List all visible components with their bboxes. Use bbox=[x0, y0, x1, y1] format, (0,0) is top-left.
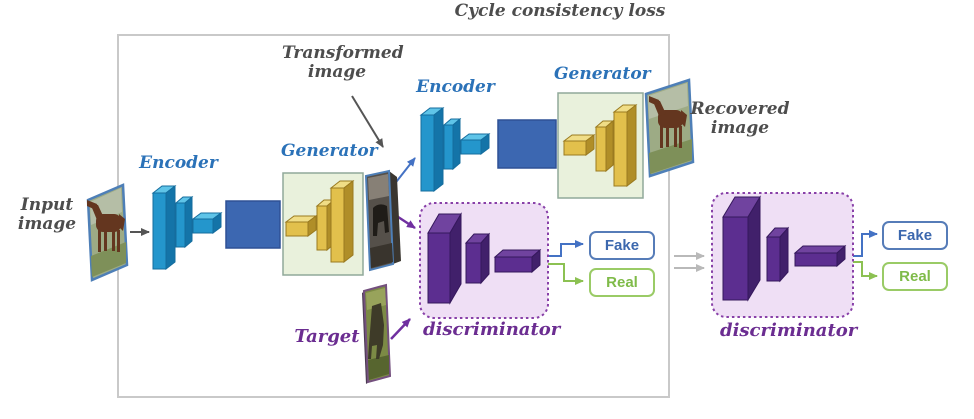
target-figure bbox=[368, 303, 384, 359]
generator2-deconv-2 bbox=[594, 119, 615, 173]
encoder2-label: Encoder bbox=[416, 77, 495, 97]
arrow-target-to-discriminator1 bbox=[390, 318, 411, 340]
discriminator1-box bbox=[419, 202, 549, 319]
real-badge-2: Real bbox=[882, 262, 948, 291]
latent-block-2 bbox=[497, 119, 557, 169]
recovered-image-thumb bbox=[644, 78, 695, 178]
cycle-consistency-title: Cycle consistency loss bbox=[454, 1, 666, 21]
target-image-thumb bbox=[362, 283, 392, 384]
generator1-deconv-3 bbox=[329, 179, 355, 264]
fake-badge-2: Fake bbox=[882, 221, 948, 250]
input-image-label: Input image bbox=[17, 195, 77, 235]
real-badge-1-text: Real bbox=[606, 274, 638, 291]
encoder1-conv-2 bbox=[174, 195, 194, 249]
fake-badge-1-text: Fake bbox=[604, 237, 640, 254]
discriminator2-conv-3 bbox=[793, 244, 847, 268]
encoder1-label: Encoder bbox=[139, 153, 218, 173]
latent-block-1 bbox=[225, 200, 281, 249]
arrow-transformed-label bbox=[351, 95, 384, 148]
generator2-deconv-3 bbox=[612, 103, 638, 188]
discriminator2-conv-2 bbox=[765, 226, 790, 283]
encoder2-conv-3 bbox=[459, 133, 491, 155]
encoder1-blocks bbox=[151, 184, 223, 271]
dark-horse-figure bbox=[373, 204, 389, 236]
generator1-label: Generator bbox=[281, 141, 378, 161]
generator1-deconv-1 bbox=[284, 215, 318, 237]
discriminator2-label: discriminator bbox=[720, 320, 858, 341]
target-label: Target bbox=[294, 326, 360, 347]
discriminator1-conv-1 bbox=[427, 212, 462, 305]
horse-figure-recovered bbox=[649, 96, 687, 148]
encoder2-blocks bbox=[419, 106, 491, 193]
encoder1-conv-3 bbox=[191, 212, 223, 234]
discriminator2-conv-1 bbox=[722, 195, 761, 302]
encoder2-conv-1 bbox=[419, 106, 445, 193]
generator2-box bbox=[557, 92, 644, 199]
generator1-box bbox=[282, 172, 364, 276]
real-badge-2-text: Real bbox=[899, 268, 931, 285]
generator2-deconv-1 bbox=[562, 134, 596, 156]
discriminator1-conv-2 bbox=[464, 232, 491, 285]
generator2-label: Generator bbox=[554, 64, 651, 84]
transformed-image-thumb bbox=[364, 169, 401, 272]
horse-figure bbox=[87, 200, 125, 252]
fake-badge-1: Fake bbox=[589, 231, 655, 260]
real-badge-1: Real bbox=[589, 268, 655, 297]
encoder2-conv-2 bbox=[442, 117, 462, 171]
discriminator1-conv-3 bbox=[493, 248, 542, 274]
input-image-thumb bbox=[86, 183, 129, 282]
transformed-image-label: Transformed image bbox=[282, 43, 404, 83]
discriminator2-box bbox=[711, 192, 854, 318]
discriminator1-label: discriminator bbox=[423, 319, 561, 340]
arrow-discriminator1-to-real bbox=[536, 263, 584, 285]
recovered-image-label: Recovered image bbox=[690, 99, 790, 139]
encoder1-conv-1 bbox=[151, 184, 177, 271]
fake-badge-2-text: Fake bbox=[897, 227, 933, 244]
